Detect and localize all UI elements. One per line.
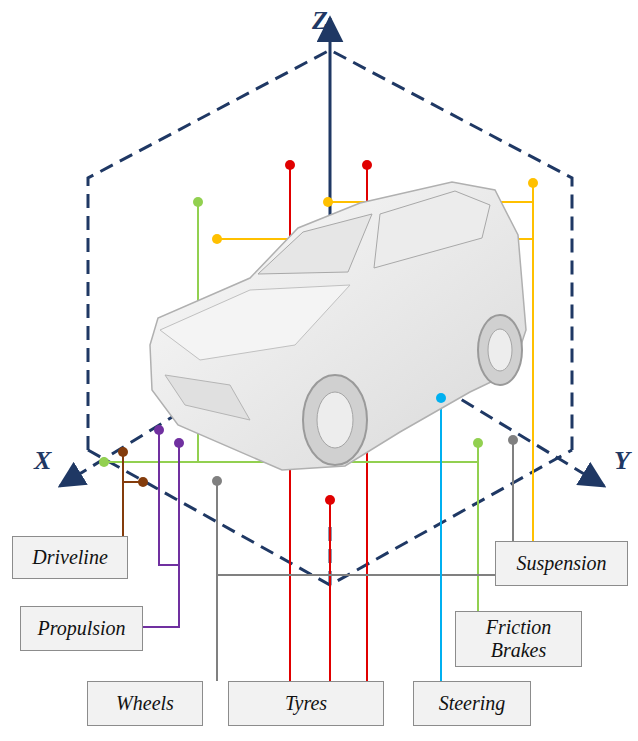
component-box: Wheels	[87, 681, 203, 726]
axis-cube	[60, 50, 604, 585]
component-label: Wheels	[116, 692, 174, 715]
axis-label: Y	[614, 446, 630, 476]
car-drawing	[150, 182, 526, 470]
component-label: Driveline	[32, 546, 108, 569]
component-box: Propulsion	[20, 606, 143, 651]
component-label: Steering	[439, 692, 506, 715]
component-box: Friction Brakes	[455, 611, 582, 667]
component-label: Suspension	[517, 552, 607, 575]
component-box: Driveline	[12, 536, 128, 579]
component-label: Propulsion	[37, 617, 125, 640]
component-label: Tyres	[285, 692, 327, 715]
leader-lines	[104, 165, 533, 681]
component-box: Suspension	[495, 541, 628, 586]
axis-label: Z	[312, 6, 328, 36]
component-box: Steering	[413, 681, 531, 726]
leader-dots	[99, 160, 538, 505]
component-label: Friction Brakes	[464, 616, 573, 662]
component-box: Tyres	[228, 681, 384, 726]
axis-label: X	[34, 446, 51, 476]
